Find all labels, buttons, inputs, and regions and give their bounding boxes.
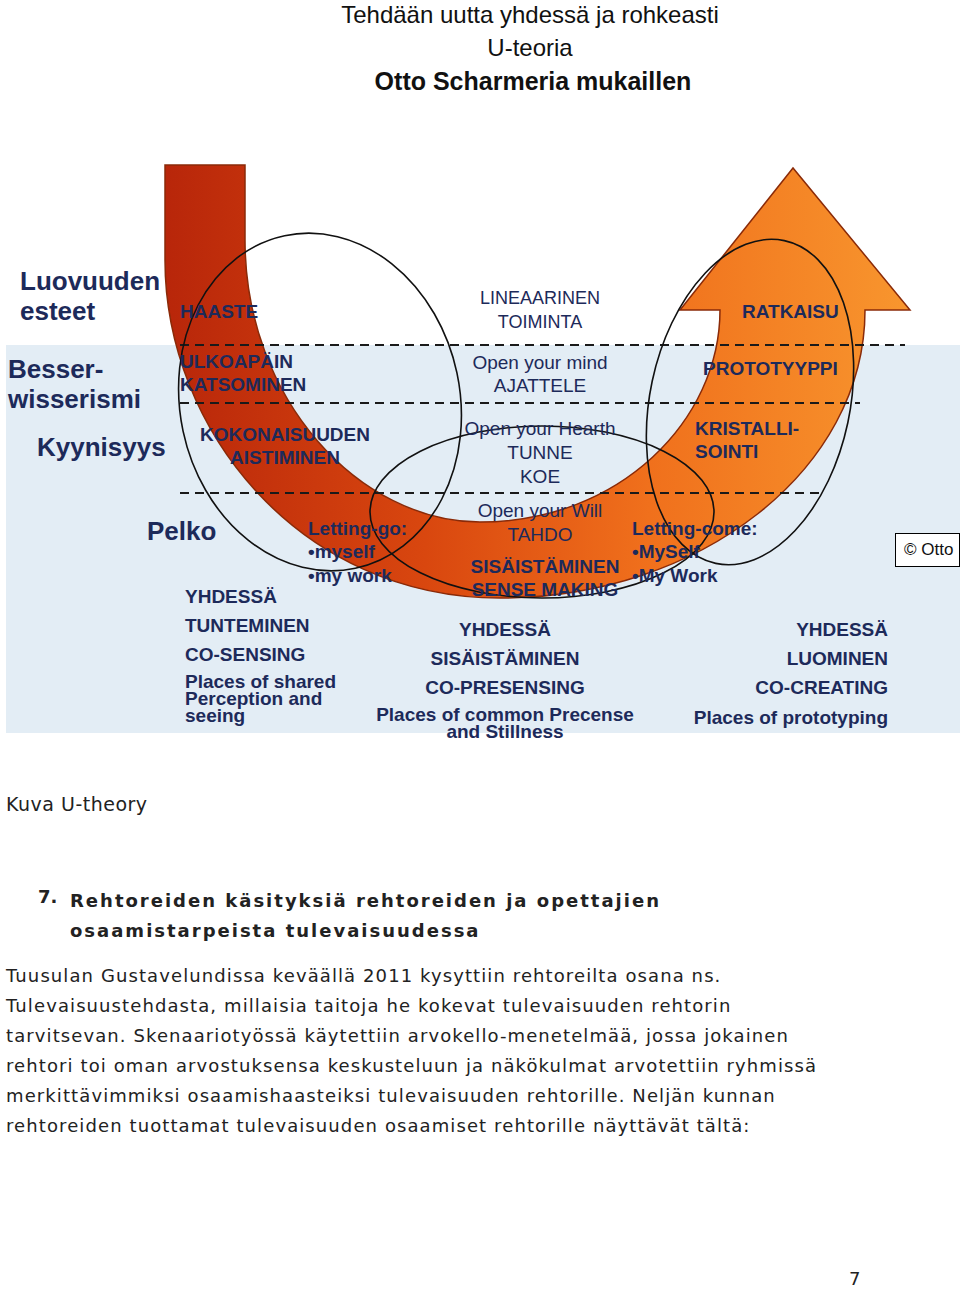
diagram-label: CO-CREATING — [755, 676, 888, 699]
diagram-label: Letting-go: — [308, 517, 407, 540]
diagram-label: LUOMINEN — [787, 647, 888, 670]
figure-caption: Kuva U-theory — [6, 793, 148, 816]
diagram-label: Letting-come: — [632, 517, 758, 540]
diagram-label: Luovuuden esteet — [20, 266, 185, 326]
diagram-label: KOKONAISUUDEN AISTIMINEN — [180, 423, 390, 469]
copyright-box: © Otto — [895, 533, 960, 567]
diagram-label: Places of common Precense and Stillness — [370, 706, 640, 740]
diagram-label: HAASTE — [180, 300, 258, 323]
diagram-label: Kyynisyys — [37, 432, 166, 463]
diagram-label: SISÄISTÄMINEN SENSE MAKING — [440, 555, 650, 601]
diagram-label: •MySelf — [632, 540, 700, 563]
diagram-label: TAHDO — [507, 523, 572, 546]
diagram-label: 7. — [38, 886, 57, 908]
diagram-label: KRISTALLI- SOINTI — [695, 417, 835, 463]
diagram-label: Besser- wisserismi — [8, 354, 173, 414]
diagram-label: AJATTELE — [494, 374, 587, 397]
diagram-label: Open your Will — [478, 499, 603, 522]
diagram-label: SISÄISTÄMINEN — [431, 647, 580, 670]
diagram-label: Open your Hearth — [464, 417, 615, 440]
diagram-label: Otto Scharmeria mukaillen — [375, 66, 692, 96]
ovals — [148, 207, 882, 598]
diagram-label: Tuusulan Gustavelundissa keväällä 2011 k… — [6, 961, 858, 1141]
diagram-label: YHDESSÄ — [796, 618, 888, 641]
diagram-label: Places of shared Perception and seeing — [185, 673, 357, 724]
level-lines — [180, 345, 905, 493]
diagram-label: LINEAARINEN TOIMINTA — [465, 286, 615, 334]
diagram-label: 7 — [849, 1268, 860, 1289]
diagram-label: TUNNE — [507, 441, 572, 464]
diagram-label: RATKAISU — [742, 300, 839, 323]
diagram-label: YHDESSÄ — [185, 585, 277, 608]
diagram-label: U-teoria — [487, 33, 572, 62]
diagram-label: KOE — [520, 465, 560, 488]
diagram-label: CO-SENSING — [185, 643, 305, 666]
diagram-label: Open your mind — [472, 351, 607, 374]
diagram-label: ULKOAPÄIN KATSOMINEN — [180, 350, 355, 396]
u-arrow — [165, 165, 910, 598]
diagram-label: YHDESSÄ — [459, 618, 551, 641]
diagram-label: Rehtoreiden käsityksiä rehtoreiden ja op… — [70, 886, 710, 946]
copyright-text: © Otto — [904, 540, 955, 560]
diagram-label: •myself — [308, 540, 375, 563]
diagram-label: •my work — [308, 564, 392, 587]
diagram-label: CO-PRESENSING — [425, 676, 584, 699]
diagram-label: PROTOTYYPPI — [703, 357, 838, 380]
diagram-label: Places of prototyping — [694, 706, 888, 729]
diagram-label: Pelko — [147, 516, 216, 547]
page-title: Tehdään uutta yhdessä ja rohkeasti — [341, 0, 719, 29]
diagram-label: TUNTEMINEN — [185, 614, 310, 637]
diagram-label: •My Work — [632, 564, 717, 587]
